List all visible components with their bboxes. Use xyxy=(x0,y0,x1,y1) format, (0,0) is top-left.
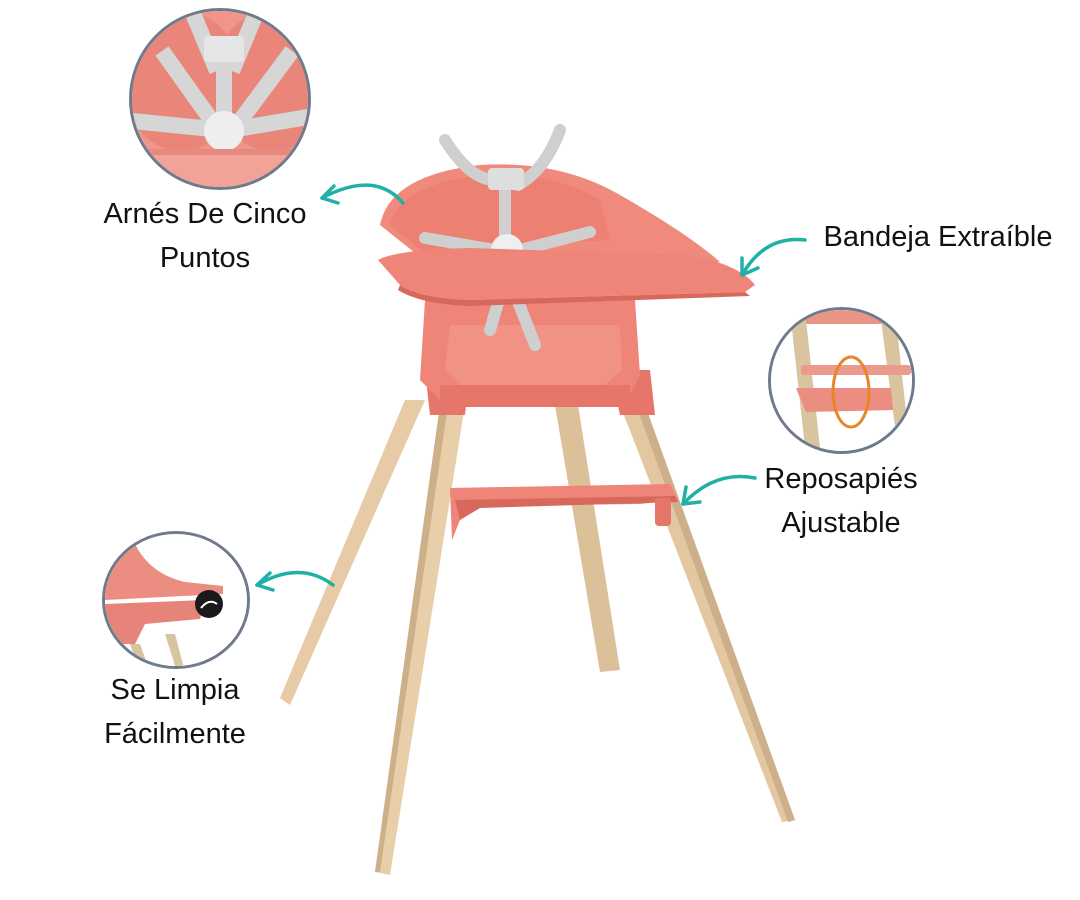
clean-closeup-icon xyxy=(105,534,247,666)
feature-label-clean: Se Limpia Fácilmente xyxy=(82,668,268,756)
wipe-hand-icon xyxy=(195,590,223,618)
feature-label-line2: Ajustable xyxy=(781,507,901,539)
footrest-closeup-icon xyxy=(771,310,912,451)
tray xyxy=(378,248,755,300)
chair-leg-back-right xyxy=(555,405,620,672)
feature-label-footrest: Reposapiés Ajustable xyxy=(748,457,934,545)
feature-label-harness: Arnés De Cinco Puntos xyxy=(80,192,330,280)
chair-leg-back-left xyxy=(280,400,425,705)
feature-label-line2: Fácilmente xyxy=(104,718,246,750)
feature-label-line1: Se Limpia xyxy=(110,674,240,706)
pointer-arrows xyxy=(255,183,807,592)
feature-label-line1: Bandeja Extraíble xyxy=(823,221,1053,253)
feature-label-tray: Bandeja Extraíble xyxy=(806,215,1070,259)
feature-label-line2: Puntos xyxy=(159,242,251,274)
footrest-closeup-circle xyxy=(768,307,915,454)
feature-label-line1: Reposapiés xyxy=(764,463,918,495)
chair-leg-front-left xyxy=(375,405,465,875)
feature-label-line1: Arnés De Cinco xyxy=(103,198,307,230)
harness-closeup-icon xyxy=(132,11,308,187)
harness-closeup-circle xyxy=(129,8,311,190)
clean-closeup-circle xyxy=(102,531,250,669)
footrest xyxy=(450,484,678,540)
